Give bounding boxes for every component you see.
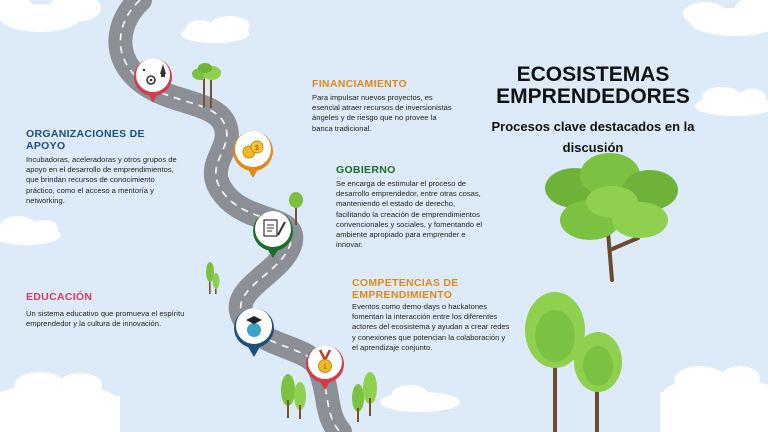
svg-text:$: $	[255, 145, 259, 152]
competencias-heading: COMPETENCIAS DE EMPRENDIMIENTO	[352, 277, 459, 301]
cloud-top-right	[683, 0, 768, 36]
tall-trees-right	[525, 292, 622, 432]
trees-bottom-center	[281, 372, 377, 422]
tree-gobierno	[289, 192, 303, 225]
trees-left-middle	[206, 262, 220, 294]
coins-icon: $	[242, 140, 264, 159]
cloud-top-left	[0, 0, 101, 32]
gobierno-text: Se encarga de estimular el proceso de de…	[336, 179, 483, 250]
organizaciones-heading: ORGANIZACIONES DE APOYO	[26, 128, 145, 152]
competencias-text: Eventos como demo-days o hackatones fome…	[352, 302, 510, 352]
gobierno-heading: GOBIERNO	[336, 164, 396, 176]
medal-icon: 1	[318, 349, 332, 373]
page-title: ECOSISTEMAS EMPRENDEDORES	[496, 63, 690, 108]
organizaciones-text: Incubadoras, aceleradoras y otros grupos…	[26, 155, 177, 205]
educacion-text: Un sistema educativo que promueva el esp…	[26, 309, 185, 329]
cloud-bottom-left	[0, 372, 120, 432]
cloud-top-center	[181, 16, 250, 43]
educacion-heading: EDUCACIÓN	[26, 291, 93, 303]
financiamiento-heading: FINANCIAMIENTO	[312, 78, 408, 90]
trees-near-road-top	[192, 63, 221, 108]
cloud-bottom-center	[380, 385, 460, 412]
svg-text:1: 1	[323, 364, 327, 371]
globe-graduation-icon	[246, 316, 262, 337]
financiamiento-text: Para impulsar nuevos proyectos, es esenc…	[312, 93, 452, 133]
page-subtitle: Procesos clave destacados en la discusió…	[491, 119, 695, 155]
large-tree-right	[545, 153, 678, 282]
document-pen-icon	[263, 219, 286, 237]
cloud-bottom-right	[660, 366, 768, 432]
cloud-right-mid	[695, 87, 768, 116]
cloud-left-mid	[0, 216, 61, 245]
rocket-gear-icon	[142, 64, 166, 85]
